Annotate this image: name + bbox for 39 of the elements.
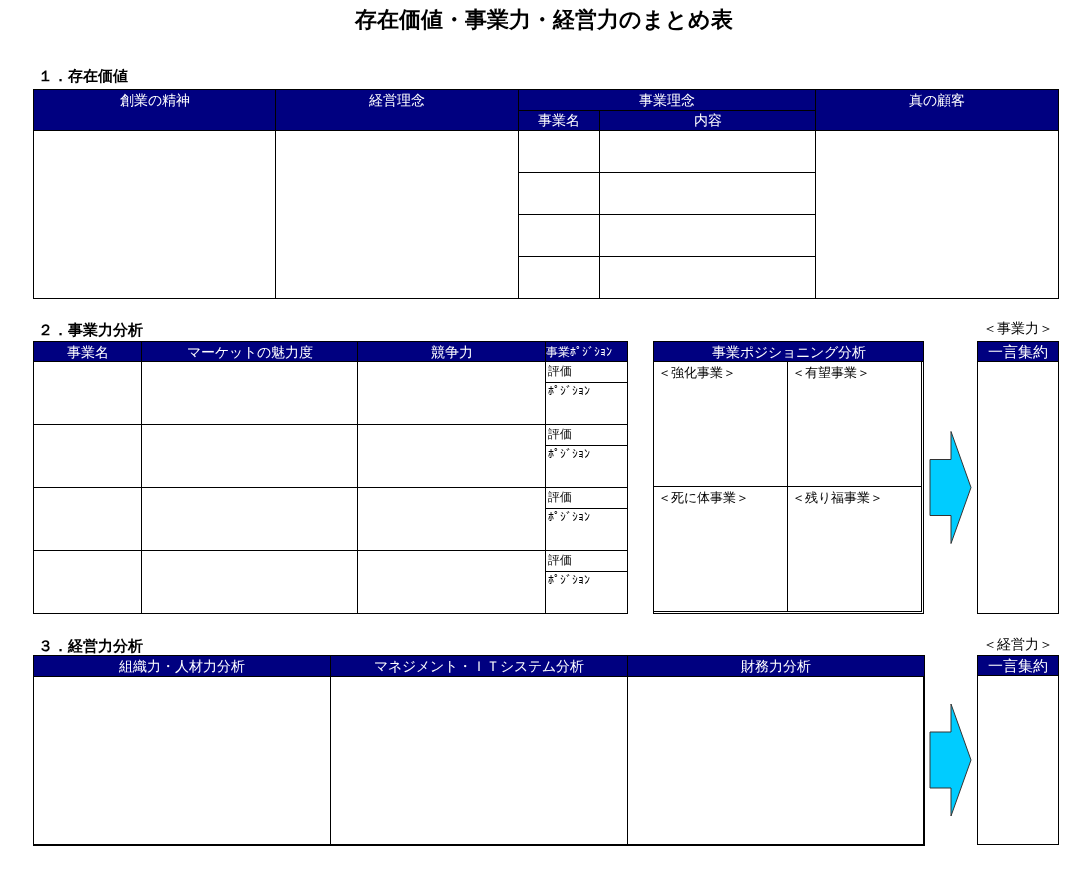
column-header: 財務力分析	[627, 655, 925, 677]
quadrant-label: ＜死に体事業＞	[658, 489, 749, 507]
panel	[977, 341, 1059, 614]
column-header: 経営理念	[275, 89, 519, 131]
quadrant-label: ＜強化事業＞	[658, 364, 736, 382]
block-arrow	[929, 703, 972, 817]
column-header: 内容	[599, 110, 816, 131]
section-heading: １．存在価値	[38, 66, 128, 86]
panel-header: 一言集約	[977, 341, 1059, 362]
side-note: ＜経営力＞	[983, 636, 1053, 654]
quadrant-cell	[787, 486, 922, 612]
quadrant-label: ＜有望事業＞	[792, 364, 870, 382]
page-title: 存在価値・事業力・経営力のまとめ表	[353, 6, 734, 34]
quadrant-label: ＜残り福事業＞	[792, 489, 883, 507]
column-header: マーケットの魅力度	[141, 341, 358, 362]
panel	[977, 655, 1059, 845]
column-header: 真の顧客	[815, 89, 1059, 131]
column-header: 事業理念	[518, 89, 816, 111]
row-label: 評価	[548, 489, 572, 506]
row-label: ﾎﾟｼﾞｼｮﾝ	[548, 573, 590, 589]
row-label: ﾎﾟｼﾞｼｮﾝ	[548, 510, 590, 526]
side-note: ＜事業力＞	[983, 320, 1053, 338]
row-label: ﾎﾟｼﾞｼｮﾝ	[548, 384, 590, 400]
row-label: 評価	[548, 363, 572, 380]
row-label: 評価	[548, 426, 572, 443]
panel	[653, 341, 924, 614]
column-header: 組織力・人材力分析	[33, 655, 331, 677]
row-label: 評価	[548, 552, 572, 569]
row-label: ﾎﾟｼﾞｼｮﾝ	[548, 447, 590, 463]
column-header: マネジメント・ＩＴシステム分析	[330, 655, 628, 677]
column-header: 事業ﾎﾟｼﾞｼｮﾝ	[545, 341, 628, 362]
panel-header: 一言集約	[977, 655, 1059, 676]
block-arrow	[929, 431, 972, 544]
panel-header: 事業ポジショニング分析	[653, 341, 924, 362]
panel	[33, 655, 924, 845]
section-heading: ３．経営力分析	[38, 636, 143, 656]
section-heading: ２．事業力分析	[38, 320, 143, 340]
column-header: 創業の精神	[33, 89, 276, 131]
column-header: 事業名	[518, 110, 600, 131]
